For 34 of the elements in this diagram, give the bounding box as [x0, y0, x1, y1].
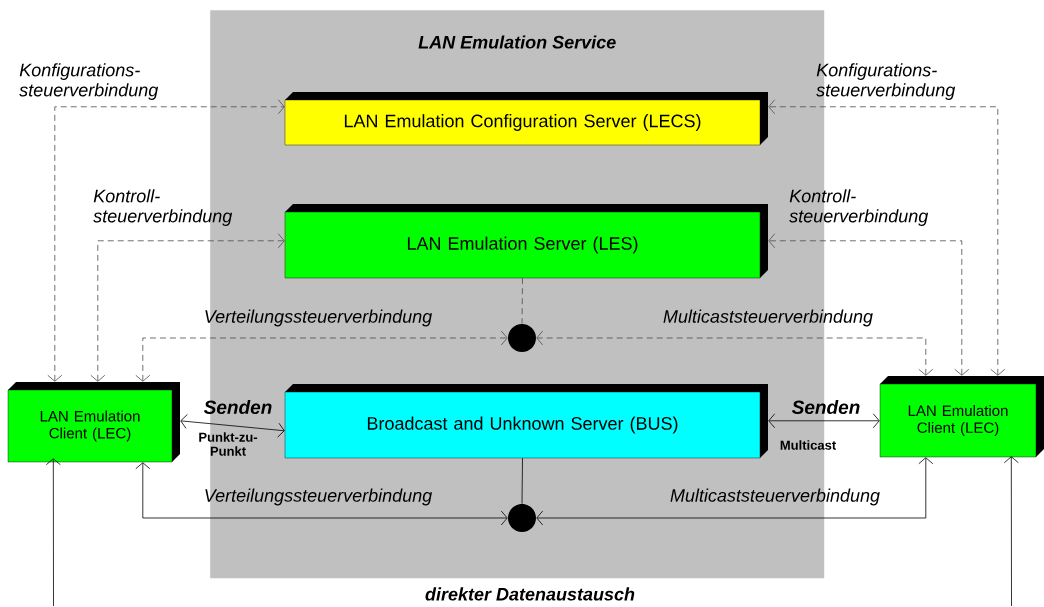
- client-box: LAN Emulation Client (LEC): [7, 382, 180, 463]
- connector: [536, 457, 934, 526]
- edge-label: Multicaststeuerverbindung: [663, 309, 873, 327]
- connector: [768, 99, 1006, 376]
- server-box: Broadcast and Unknown Server (BUS): [284, 384, 768, 459]
- edge-label: Konfigurations- steuerverbindung: [816, 63, 956, 100]
- connector: [1003, 456, 1019, 607]
- edge-label: Senden: [791, 400, 860, 414]
- edge-label: Verteilungssteuerverbindung: [205, 488, 433, 506]
- connector: [536, 330, 934, 376]
- edge-label: Senden: [203, 400, 272, 414]
- connector: [135, 462, 508, 526]
- connector: [45, 458, 61, 607]
- edge-label: Kontroll- steuerverbindung: [93, 189, 233, 226]
- server-box: LAN Emulation Server (LES): [284, 204, 768, 279]
- edge-note: Punkt-zu- Punkt: [199, 432, 258, 456]
- connector: [768, 233, 970, 376]
- edge-label: Verteilungssteuerverbindung: [205, 309, 433, 327]
- junction-dot: [508, 504, 536, 532]
- connector: [521, 457, 523, 505]
- connector: [135, 330, 508, 382]
- edge-label: Kontroll- steuerverbindung: [789, 189, 929, 226]
- connector: [180, 414, 285, 438]
- server-box: LAN Emulation Configuration Server (LECS): [284, 92, 768, 146]
- connector: [90, 233, 285, 382]
- edge-label: Konfigurations- steuerverbindung: [19, 63, 159, 100]
- caption-text: direkter Datenaustausch: [425, 587, 635, 601]
- client-box: LAN Emulation Client (LEC): [879, 376, 1044, 458]
- connector: [47, 99, 285, 382]
- connector: [521, 277, 523, 325]
- edge-note: Multicast: [780, 440, 836, 450]
- connector: [768, 413, 880, 429]
- edge-label: Multicaststeuerverbindung: [670, 488, 880, 506]
- junction-dot: [508, 324, 536, 352]
